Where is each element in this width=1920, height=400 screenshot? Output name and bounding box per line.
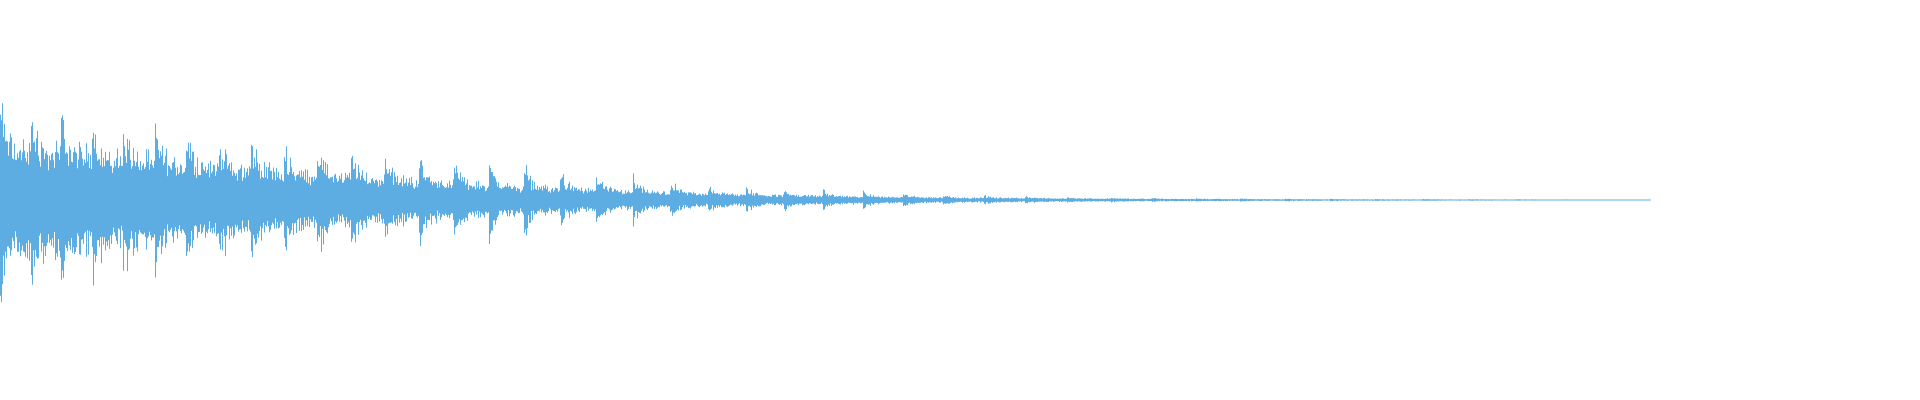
waveform-path	[0, 103, 1647, 303]
waveform-samples	[0, 103, 1651, 303]
